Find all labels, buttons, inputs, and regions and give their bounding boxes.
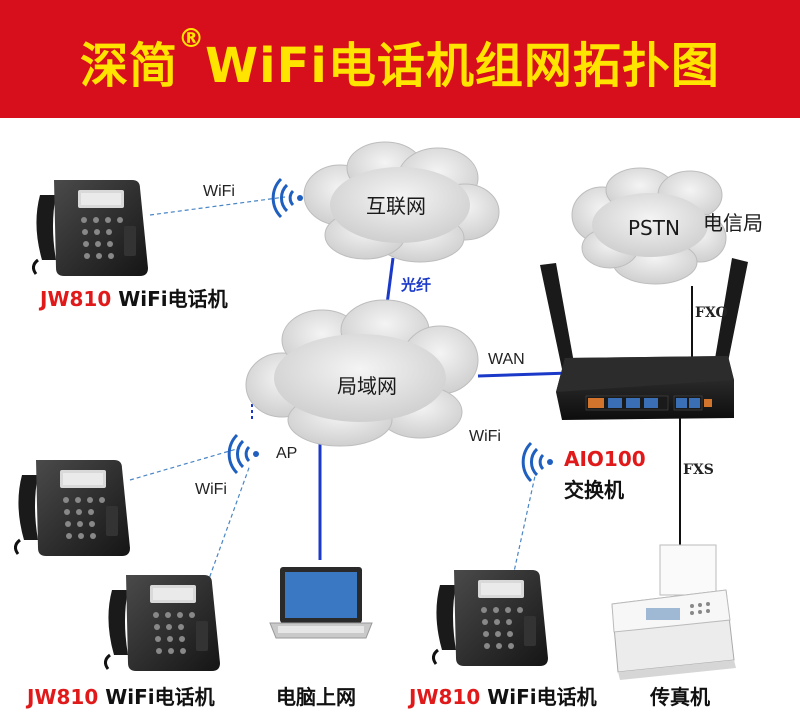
pc-online-label: 电脑上网 bbox=[276, 685, 356, 709]
trademark-symbol: ® bbox=[178, 24, 206, 54]
phone-top-icon bbox=[31, 178, 150, 278]
wifi-signal-icon bbox=[227, 433, 261, 475]
fxs-label: FXS bbox=[683, 462, 714, 478]
wifi-label-top: WiFi bbox=[203, 183, 235, 200]
lan-cloud bbox=[245, 299, 479, 447]
wifi-link-bottom-left-phone bbox=[204, 464, 251, 591]
wifi-label-right: WiFi bbox=[469, 428, 501, 445]
wan-link bbox=[477, 371, 571, 378]
laptop-icon bbox=[269, 567, 373, 639]
wifi-signal-icon bbox=[521, 441, 555, 483]
page-title: 深简®WiFi电话机组网拓扑图 bbox=[0, 24, 800, 96]
exchange-router-icon bbox=[540, 258, 748, 420]
phone-model: JW810 bbox=[409, 685, 481, 709]
fxo-label: FXO bbox=[695, 305, 728, 321]
wifi-link-left-phone bbox=[129, 447, 241, 481]
exchange-name-label: 交换机 bbox=[564, 478, 624, 502]
phone-bottom-left-icon bbox=[103, 573, 222, 673]
wifi-label-left: WiFi bbox=[195, 481, 227, 498]
phone-desc: WiFi电话机 bbox=[98, 685, 215, 709]
phone-desc: WiFi电话机 bbox=[480, 685, 597, 709]
phone-bottom-mid-icon bbox=[431, 568, 550, 668]
phone-model: JW810 bbox=[40, 287, 112, 311]
title-rest: WiFi电话机组网拓扑图 bbox=[205, 38, 720, 94]
brand-name: 深简 bbox=[80, 38, 179, 94]
exchange-model-label: AIO100 bbox=[564, 447, 646, 471]
lan-label: 局域网 bbox=[337, 374, 397, 398]
pstn-cloud bbox=[571, 167, 727, 285]
telecom-office-label: 电信局 bbox=[703, 211, 763, 235]
wifi-link-bottom-mid-phone bbox=[509, 475, 536, 591]
phone-model: JW810 bbox=[27, 685, 99, 709]
fiber-label: 光纤 bbox=[401, 276, 432, 294]
phone-caption-bottom-left: JW810 WiFi电话机 bbox=[27, 681, 215, 710]
fax-label: 传真机 bbox=[650, 685, 710, 709]
wan-label: WAN bbox=[488, 351, 525, 368]
fax-machine-icon bbox=[611, 544, 736, 680]
phone-left-icon bbox=[13, 458, 132, 558]
internet-cloud bbox=[303, 141, 500, 263]
wifi-link-top-phone bbox=[149, 196, 286, 216]
ap-label: AP bbox=[276, 445, 298, 462]
phone-caption-bottom-mid: JW810 WiFi电话机 bbox=[409, 681, 597, 710]
phone-desc: WiFi电话机 bbox=[111, 287, 228, 311]
internet-label: 互联网 bbox=[366, 194, 426, 218]
title-banner: 深简®WiFi电话机组网拓扑图 bbox=[0, 0, 800, 118]
phone-caption-top: JW810 WiFi电话机 bbox=[40, 283, 228, 312]
pstn-label: PSTN bbox=[628, 216, 680, 240]
